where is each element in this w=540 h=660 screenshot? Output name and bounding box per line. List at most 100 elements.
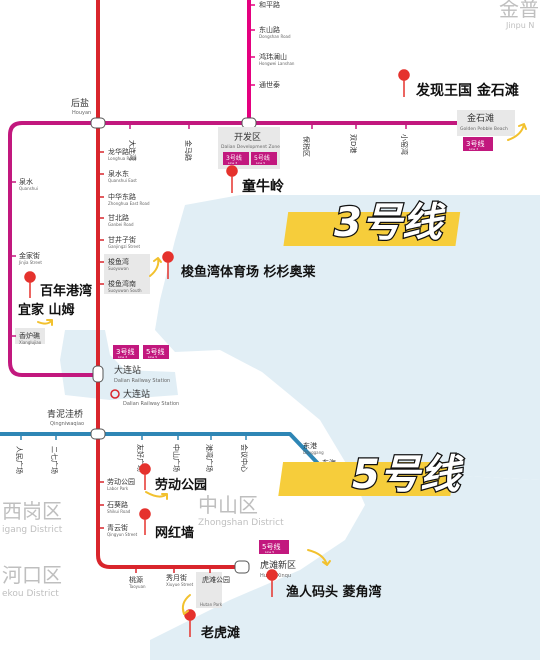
poi[interactable]: 发现王国 金石滩 [398,69,519,99]
station-name: 甘井子街 [108,235,136,244]
station-name: 金家街 [19,251,40,260]
station-name: 二七广场 [50,446,59,474]
district-name-en: ekou District [2,589,59,599]
line-badge: 5号线 Line 5 [143,345,169,359]
line-badge-text: 5号线 [262,542,280,551]
poi[interactable]: 百年港湾 宜家 山姆 [18,271,92,318]
poi[interactable]: 老虎滩 [184,609,240,641]
station-marker-qingniwaqiao[interactable] [90,428,106,440]
line-badge: 3号线 Line 3 [463,137,493,151]
station[interactable]: 港湾广场 [205,434,214,472]
line5-highlight [278,462,456,496]
station[interactable]: 通世泰 [249,80,280,89]
line-badge-sub: Line 5 [148,355,157,359]
station[interactable]: 双D港 [349,123,358,153]
station[interactable]: 大连湾 [128,123,137,161]
pointer-arrows [37,123,527,615]
line-badge-sub: Line 3 [228,161,237,165]
arrow-icon [181,594,191,615]
station[interactable]: 和平路 [249,0,280,9]
line-labels: 3号线 5号线 [278,199,465,499]
station-name: 东山路 [259,25,280,34]
station-name: 中山广场 [172,444,181,472]
station-name: 大连湾 [128,140,137,161]
poi-label: 老虎滩 [200,625,240,641]
station-name-en: Qingyun Street [107,532,138,537]
district-name-en: Zhongshan District [198,518,284,528]
station[interactable]: 小窑湾 [400,123,409,155]
station-name-en: Suoyuwan South [108,288,142,293]
location-pin-icon [24,271,36,298]
station-name: 通世泰 [259,80,280,89]
district-name: 西岗区 [2,499,62,523]
poi[interactable]: 渔人码头 菱角湾 [266,569,382,600]
station[interactable]: 中山广场 [172,434,181,472]
line-badge-sub: Line 3 [118,355,127,359]
station-name: 小窑湾 [400,134,409,155]
station-name: 后盐 [71,97,89,109]
line5-label: 5号线 [352,452,464,498]
station-name-en: Zhonghua East Road [108,201,150,206]
station-name-en: Taoyuan [128,584,146,589]
poi-label: 发现王国 金石滩 [415,82,519,99]
station-name-en: Xiuyue Street [166,582,194,587]
poi[interactable]: 梭鱼湾体育场 杉杉奥莱 [162,251,316,280]
station-name: 友好广场 [136,444,145,472]
station-name-en: Dalian Railway Station [114,378,170,384]
station[interactable]: 金马路 [184,123,193,161]
suoyuwan-highlight [104,254,150,294]
railway-icon [110,389,120,399]
station[interactable]: 会议中心 [240,434,249,472]
station-marker-hutanxinqu[interactable] [234,560,250,574]
station[interactable]: 友好广场 [136,434,145,472]
station-marker-kaifaqu[interactable] [241,117,257,129]
station-name-en: Labor Park [107,486,129,491]
station-name: 泉水 [19,177,33,186]
station-name: 青云街 [107,523,128,532]
station-name: 东港 [303,441,317,450]
station-marker-dalianzhan[interactable] [92,365,104,383]
station[interactable]: 二七广场 [50,434,59,474]
station-name: 人民广场 [15,446,24,474]
xianglujiao-highlight [15,328,45,344]
line-badge-sub: Line 5 [256,161,265,165]
railway-station[interactable]: 大连站 Dalian Railway Station [110,388,179,407]
station-name: 桃源 [129,575,143,584]
station-name: 青泥洼桥 [47,408,83,420]
station-name-en: Jinjia Street [18,260,42,265]
sea-south [150,470,540,660]
poi[interactable]: 劳动公园 [139,463,207,493]
line3-highlight [283,212,461,246]
station-name-en: Dongshan Road [259,34,291,39]
station[interactable]: 人民广场 [15,434,24,474]
sea-areas [60,195,540,660]
station-name: 开发区 [234,131,261,143]
station-name: 石葵路 [107,500,128,509]
station-marker-houyan[interactable] [90,117,106,129]
poi[interactable]: 网红墙 [139,508,194,541]
poi[interactable]: 童牛岭 [226,165,284,195]
station[interactable]: 保税区 [302,123,313,157]
district-labels: 金普 Jinpu N 西岗区 igang District 中山区 Zhongs… [2,0,539,599]
